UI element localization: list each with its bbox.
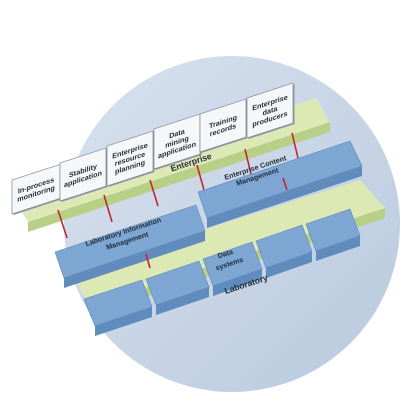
lab-block-5	[305, 208, 361, 261]
lab-block-1	[83, 279, 153, 336]
card-face	[106, 130, 154, 187]
enterprise-slab-side	[28, 122, 330, 232]
lab-block-2	[145, 260, 210, 315]
card-connectors	[57, 132, 299, 239]
laboratory-slab	[70, 180, 385, 306]
system-connectors	[145, 177, 288, 269]
data-systems-block: Data systems	[202, 241, 263, 296]
card-face	[59, 147, 107, 202]
lab-block-4	[255, 224, 313, 278]
card-face	[199, 98, 247, 153]
application-cards: In-processmonitoringStabilityapplication…	[11, 82, 295, 216]
card-face	[246, 82, 294, 139]
laboratory-blocks: Data systems	[83, 208, 361, 336]
enterprise-content-management-bar: Enterprise Content Management	[197, 140, 363, 228]
